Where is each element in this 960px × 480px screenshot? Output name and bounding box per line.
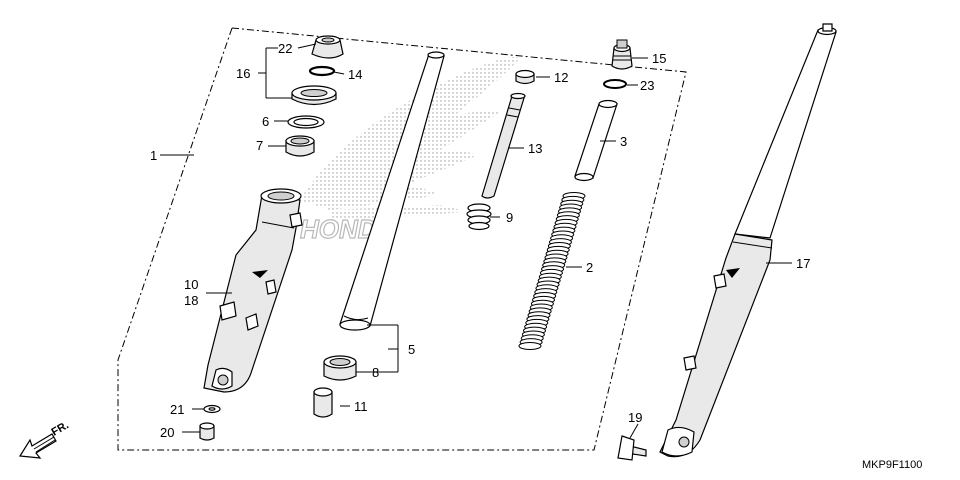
label-9: 9 xyxy=(506,210,513,225)
o-ring-23 xyxy=(603,79,627,89)
stopper-ring-14 xyxy=(308,65,336,77)
part-labels: 1 22 16 14 6 7 10 18 5 8 11 21 20 12 13 … xyxy=(150,41,922,471)
spring-collar-3 xyxy=(574,99,618,182)
fork-bolt-15 xyxy=(611,39,633,70)
label-2: 2 xyxy=(586,260,593,275)
label-1: 1 xyxy=(150,148,157,163)
label-18: 18 xyxy=(184,293,198,308)
sealing-washer-21 xyxy=(203,404,221,414)
label-22: 22 xyxy=(278,41,292,56)
leader-lines xyxy=(160,43,792,439)
label-12: 12 xyxy=(554,70,568,85)
direction-label: FR. xyxy=(50,419,71,438)
front-direction-arrow-icon xyxy=(18,433,57,459)
label-6: 6 xyxy=(262,114,269,129)
diagram-code: MKP9F1100 xyxy=(862,459,922,471)
label-11: 11 xyxy=(354,399,368,414)
flange-bolt-19 xyxy=(617,435,647,461)
fork-spring-2 xyxy=(518,192,586,350)
oil-lock-piece-11 xyxy=(313,387,333,418)
label-20: 20 xyxy=(160,425,174,440)
label-17: 17 xyxy=(796,256,810,271)
slider-bushing-8 xyxy=(323,355,357,381)
label-3: 3 xyxy=(620,134,627,149)
rebound-spring-9 xyxy=(466,203,492,231)
fork-bottom-case-10-18 xyxy=(203,188,303,393)
oil-seal-16 xyxy=(291,85,337,106)
label-16: 16 xyxy=(236,66,250,81)
label-21: 21 xyxy=(170,402,184,417)
label-15: 15 xyxy=(652,51,666,66)
socket-bolt-20 xyxy=(199,422,215,441)
dust-seal-22 xyxy=(311,35,344,59)
fork-assembly-17 xyxy=(659,23,837,458)
label-23: 23 xyxy=(640,78,654,93)
assembly-boundary xyxy=(117,27,687,451)
label-8: 8 xyxy=(372,365,379,380)
backup-ring-6 xyxy=(287,115,325,129)
label-5: 5 xyxy=(408,342,415,357)
piston-ring-12 xyxy=(515,69,535,85)
label-14: 14 xyxy=(348,67,362,82)
label-7: 7 xyxy=(256,138,263,153)
guide-bushing-7 xyxy=(285,135,315,157)
fork-piston-13 xyxy=(481,92,526,199)
label-19: 19 xyxy=(628,410,642,425)
label-13: 13 xyxy=(528,141,542,156)
label-10: 10 xyxy=(184,277,198,292)
spring-coil xyxy=(518,342,542,350)
